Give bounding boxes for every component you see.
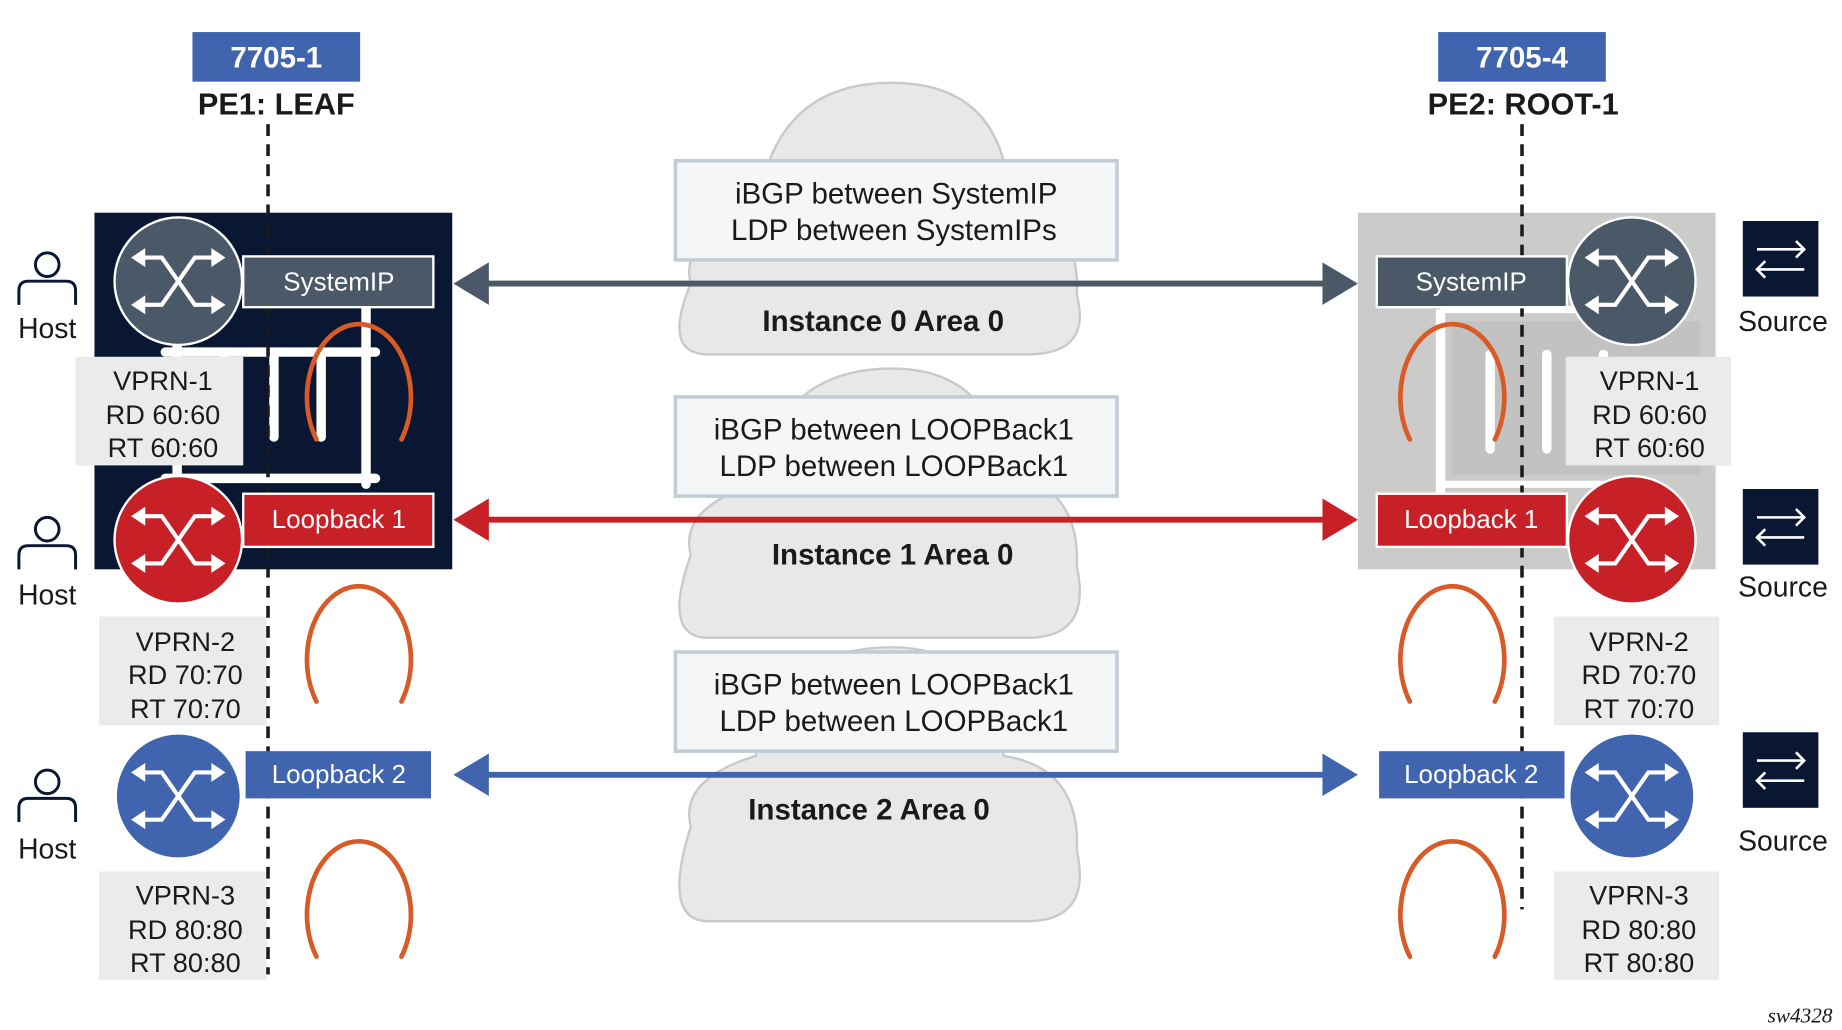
pe2-arc-3-icon <box>1400 841 1504 956</box>
svg-text:VPRN-3: VPRN-3 <box>136 880 236 911</box>
svg-text:Loopback 1: Loopback 1 <box>272 504 406 534</box>
link-note-0: iBGP between SystemIP LDP between System… <box>673 158 1119 262</box>
svg-text:RT 60:60: RT 60:60 <box>1594 432 1705 463</box>
svg-text:RT 60:60: RT 60:60 <box>108 432 219 463</box>
instance-2-label: Instance 2 Area 0 <box>748 794 990 827</box>
pe2-router-systemip-icon <box>1566 216 1697 347</box>
svg-text:Loopback 2: Loopback 2 <box>272 759 406 789</box>
link-note-2: iBGP between LOOPBack1 LDP between LOOPB… <box>673 650 1119 753</box>
pe1-header: 7705-1 PE1: LEAF <box>192 32 361 122</box>
pe2-id-label: 7705-4 <box>1476 41 1568 74</box>
pe1-router-loopback1-icon <box>113 474 244 605</box>
pe1-router-systemip-icon <box>113 216 244 347</box>
pe2-arc-2-icon <box>1400 586 1504 701</box>
svg-text:Host: Host <box>18 580 76 612</box>
pe2-id-badge <box>1438 32 1606 82</box>
pe2-iface-loopback1: Loopback 1 <box>1375 492 1569 549</box>
svg-text:RD 60:60: RD 60:60 <box>1592 399 1707 430</box>
svg-text:Source: Source <box>1738 825 1828 857</box>
source-1: Source <box>1738 219 1828 338</box>
svg-text:LDP between LOOPBack1: LDP between LOOPBack1 <box>719 450 1068 483</box>
pe2-router-loopback2-icon <box>1570 734 1694 858</box>
svg-text:Source: Source <box>1738 571 1828 603</box>
pe1-arc-3-icon <box>307 841 411 956</box>
svg-text:RT 80:80: RT 80:80 <box>130 947 241 978</box>
host-icon <box>17 251 78 307</box>
svg-text:LDP between SystemIPs: LDP between SystemIPs <box>731 214 1057 247</box>
svg-text:RD 80:80: RD 80:80 <box>1582 914 1697 945</box>
svg-text:iBGP between LOOPBack1: iBGP between LOOPBack1 <box>714 668 1074 701</box>
host-icon <box>17 768 78 824</box>
source-icon <box>1741 487 1820 566</box>
pe1-vprn-2: VPRN-2 RD 70:70 RT 70:70 <box>99 616 267 726</box>
pe1-id-label: 7705-1 <box>230 41 322 74</box>
svg-text:Host: Host <box>18 834 76 866</box>
svg-text:RT 70:70: RT 70:70 <box>1584 693 1695 724</box>
source-2: Source <box>1738 487 1828 603</box>
instance-0-label: Instance 0 Area 0 <box>762 305 1004 338</box>
figure-id: sw4328 <box>1768 1004 1833 1028</box>
instance-1-label: Instance 1 Area 0 <box>772 539 1014 572</box>
pe1-router-loopback2-icon <box>116 734 240 858</box>
pe2-iface-loopback2: Loopback 2 <box>1379 751 1565 799</box>
svg-text:iBGP between SystemIP: iBGP between SystemIP <box>735 177 1057 210</box>
svg-text:VPRN-2: VPRN-2 <box>1589 626 1689 657</box>
svg-text:VPRN-1: VPRN-1 <box>1600 365 1700 396</box>
pe1-role-label: PE1: LEAF <box>198 87 355 122</box>
pe2-role-label: PE2: ROOT-1 <box>1428 87 1619 122</box>
svg-text:Host: Host <box>18 313 76 345</box>
svg-text:VPRN-3: VPRN-3 <box>1589 880 1689 911</box>
source-icon <box>1741 219 1820 298</box>
svg-text:VPRN-1: VPRN-1 <box>113 365 213 396</box>
pe2-router-loopback1-icon <box>1566 474 1697 605</box>
svg-text:RT 80:80: RT 80:80 <box>1584 947 1695 978</box>
pe2-vprn-2: VPRN-2 RD 70:70 RT 70:70 <box>1553 616 1720 726</box>
pe1-id-badge <box>192 32 361 82</box>
source-3: Source <box>1738 730 1828 857</box>
svg-text:VPRN-2: VPRN-2 <box>136 626 236 657</box>
host-2: Host <box>17 515 78 612</box>
pe2-header: 7705-4 PE2: ROOT-1 <box>1428 32 1619 122</box>
pe1-iface-loopback1: Loopback 1 <box>242 492 435 549</box>
pe2-vprn-3: VPRN-3 RD 80:80 RT 80:80 <box>1553 871 1720 981</box>
host-icon <box>17 515 78 571</box>
link-arrow-loopback1 <box>453 498 1358 541</box>
link-note-1: iBGP between LOOPBack1 LDP between LOOPB… <box>673 395 1119 498</box>
pe1-iface-systemip: SystemIP <box>242 255 435 309</box>
pe2-vprn-1: VPRN-1 RD 60:60 RT 60:60 <box>1565 356 1732 466</box>
svg-text:RD 60:60: RD 60:60 <box>106 399 221 430</box>
host-3: Host <box>17 768 78 866</box>
pe1-iface-loopback2: Loopback 2 <box>245 751 431 799</box>
svg-text:RT 70:70: RT 70:70 <box>130 693 241 724</box>
svg-text:RD 80:80: RD 80:80 <box>128 914 243 945</box>
svg-text:Source: Source <box>1738 306 1828 338</box>
svg-text:iBGP between LOOPBack1: iBGP between LOOPBack1 <box>714 413 1074 446</box>
svg-text:SystemIP: SystemIP <box>283 267 394 297</box>
link-arrow-systemip <box>453 262 1358 305</box>
pe1-vprn-3: VPRN-3 RD 80:80 RT 80:80 <box>99 871 267 981</box>
svg-text:LDP between LOOPBack1: LDP between LOOPBack1 <box>719 705 1068 738</box>
link-arrow-loopback2 <box>453 753 1358 797</box>
pe1-vprn-1: VPRN-1 RD 60:60 RT 60:60 <box>75 356 244 466</box>
svg-text:RD 70:70: RD 70:70 <box>1582 659 1697 690</box>
source-icon <box>1741 730 1820 810</box>
pe1-arc-2-icon <box>307 586 411 701</box>
host-1: Host <box>17 251 78 345</box>
svg-text:RD 70:70: RD 70:70 <box>128 659 243 690</box>
svg-text:Loopback 1: Loopback 1 <box>1404 504 1538 534</box>
svg-text:SystemIP: SystemIP <box>1416 267 1527 297</box>
pe2-iface-systemip: SystemIP <box>1375 255 1569 309</box>
svg-text:Loopback 2: Loopback 2 <box>1404 759 1538 789</box>
